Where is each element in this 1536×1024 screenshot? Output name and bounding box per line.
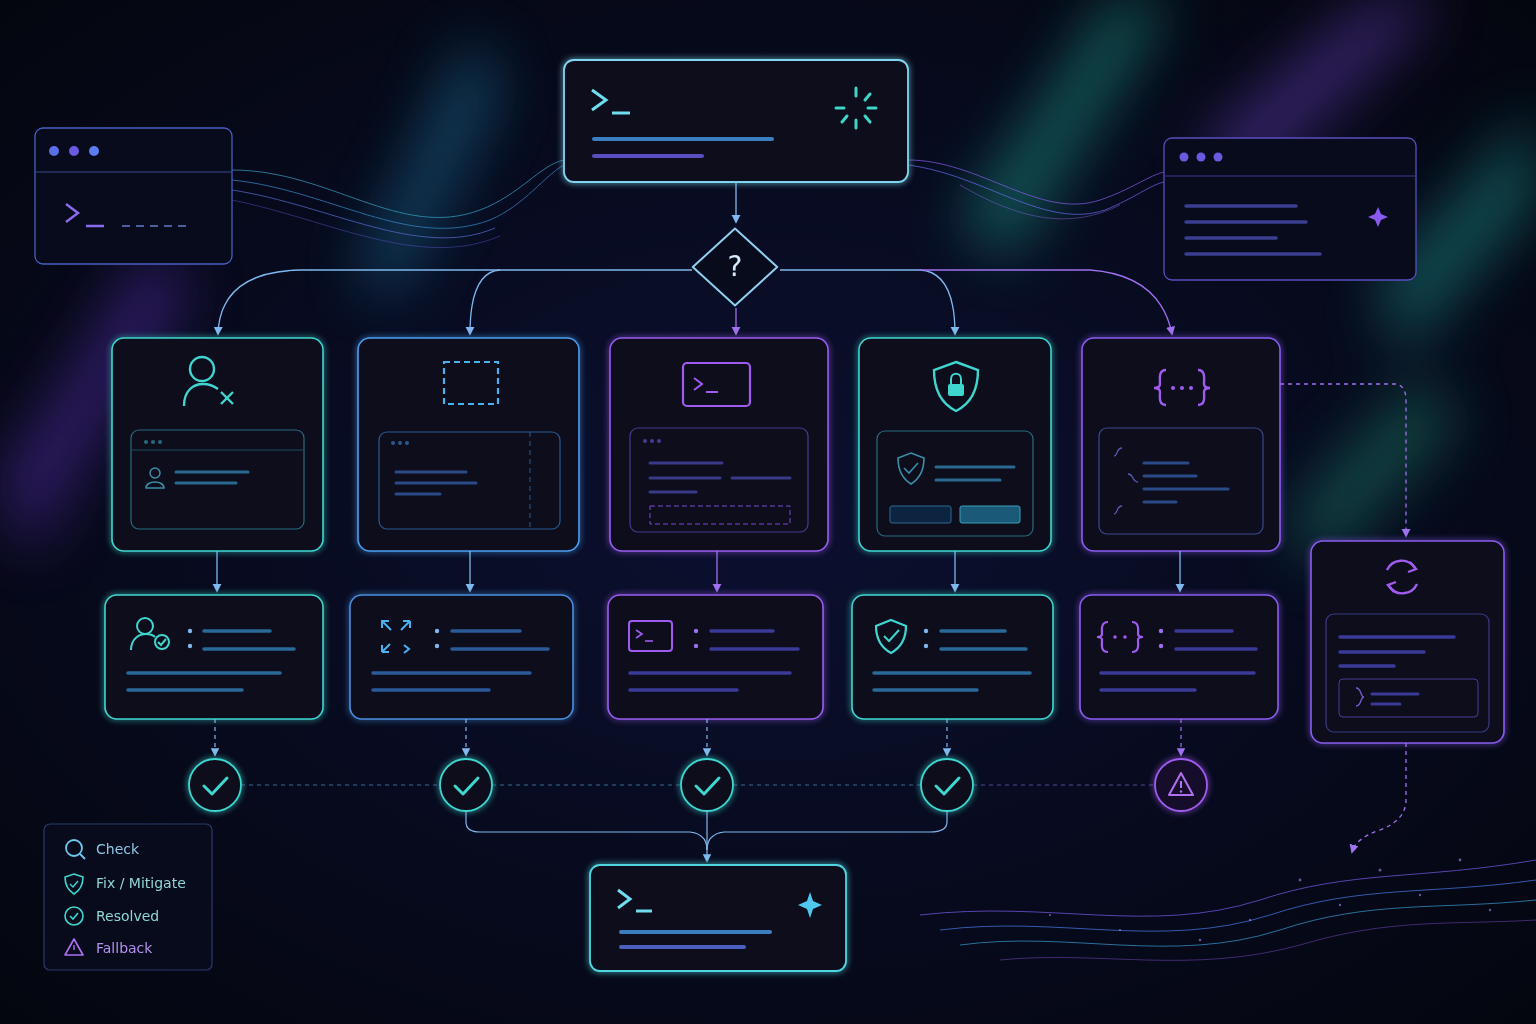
legend-label: Resolved: [96, 907, 159, 925]
legend-label: Fallback: [96, 939, 152, 957]
node-label: ?: [728, 251, 743, 283]
decision-diamond: ?: [691, 227, 779, 307]
legend-label: Fix / Mitigate: [96, 874, 186, 892]
legend-label: Check: [96, 840, 139, 858]
